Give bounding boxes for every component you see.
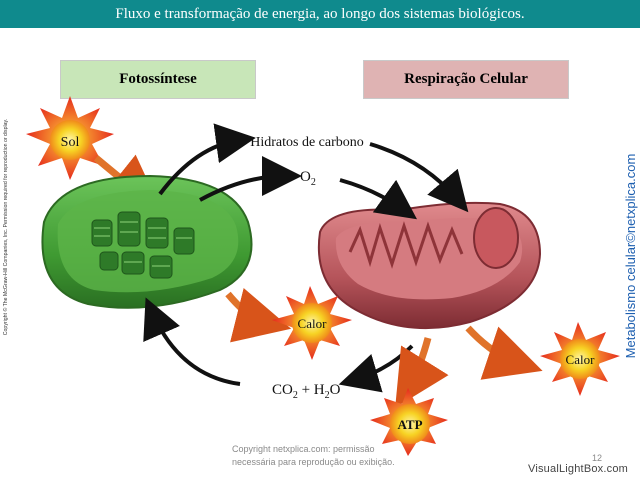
arrow-to-hidratos — [158, 123, 256, 196]
arrow-to-o2 — [199, 156, 302, 202]
fotossintese-label: Fotossíntese — [60, 60, 256, 99]
calor-left-icon: Calor — [272, 286, 352, 360]
bottom-note-line2: necessária para reprodução ou exibição. — [232, 457, 395, 467]
slide-title: Fluxo e transformação de energia, ao lon… — [0, 0, 640, 28]
sun-label: Sol — [61, 135, 80, 150]
sun-icon: Sol — [26, 96, 114, 180]
visuallightbox-watermark[interactable]: VisualLightBox.com — [528, 463, 629, 475]
calor-right-icon: Calor — [540, 322, 620, 396]
arrow-co2-to-chloroplast — [143, 297, 241, 386]
o2-label: O2 — [300, 169, 316, 188]
mitochondrion-icon — [317, 201, 542, 330]
bottom-note-line1: Copyright netxplica.com: permissão — [232, 444, 375, 454]
bottom-copyright-note: Copyright netxplica.com: permissão neces… — [232, 443, 432, 469]
atp-label: ATP — [397, 417, 422, 432]
mito-to-atp-arrow — [395, 337, 449, 408]
atp-icon: ATP — [370, 388, 448, 456]
chloroplast-icon — [41, 174, 253, 309]
calor-left-label: Calor — [298, 316, 328, 331]
calor-right-label: Calor — [566, 352, 596, 367]
hidratos-label: Hidratos de carbono — [250, 135, 364, 150]
arrow-mito-to-co2 — [338, 344, 414, 393]
chloroplast-to-calor-arrow — [225, 288, 292, 343]
mito-to-calor-arrow — [465, 325, 543, 380]
arrow-o2-to-mito — [339, 178, 418, 220]
arrow-hidratos-to-mito — [369, 142, 469, 213]
respiracao-label: Respiração Celular — [363, 60, 569, 99]
co2-h2o-label: CO2 + H2O — [272, 382, 341, 401]
page-number: 12 — [592, 453, 603, 463]
